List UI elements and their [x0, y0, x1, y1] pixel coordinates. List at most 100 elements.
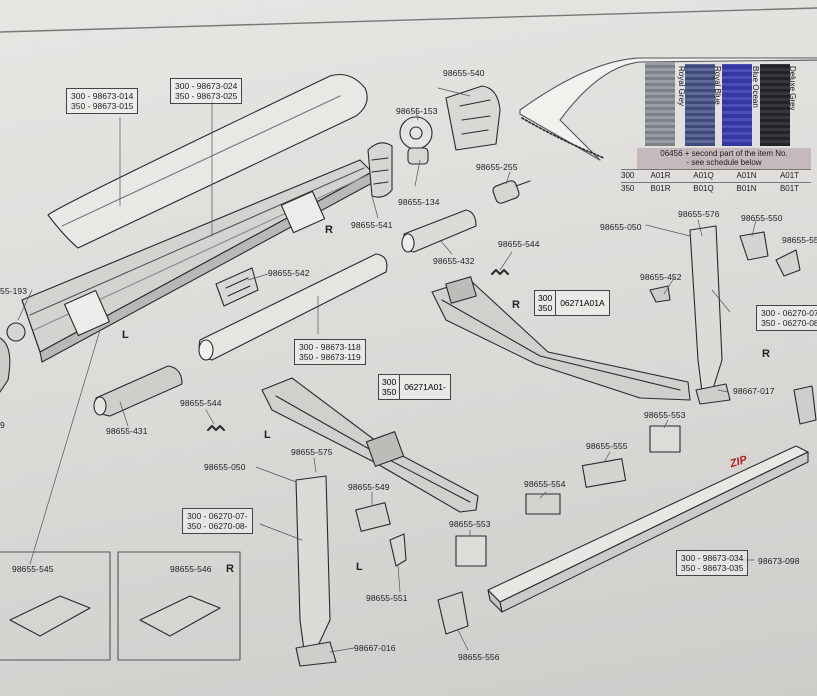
roller-tube-part [198, 253, 388, 361]
side-marker: L [264, 429, 271, 441]
part-label: 98655-050 [600, 222, 642, 232]
box-line: 350 - 98673-035 [681, 563, 744, 573]
box-line: 300 - 98673-014 [71, 91, 134, 101]
swatch-label: Blue Ocean [751, 66, 760, 108]
part-label: 98655-549 [348, 482, 390, 492]
box-code: 06271A01- [404, 382, 446, 392]
code-cell: B01Q [693, 184, 714, 193]
code-cell: B01R [650, 184, 671, 193]
part-label: 98655-575 [291, 447, 333, 457]
part-label: 98655-550 [741, 213, 783, 223]
side-marker: R [226, 563, 234, 575]
swatch-label: Royal Grey [677, 66, 686, 107]
swatch-label: Royal Blue [713, 66, 722, 105]
part-label: 98655-551 [366, 593, 408, 603]
box-line: 350 - 98673-015 [71, 101, 134, 111]
part-255 [492, 180, 531, 204]
end-cap-part [367, 142, 393, 198]
leg-left-part [295, 475, 337, 667]
roller-tube-label-box: 300 - 98673-118 350 - 98673-119 [294, 339, 366, 365]
part-label: 98655-555 [586, 441, 628, 451]
side-marker: L [356, 561, 363, 573]
leg-right-part [689, 225, 731, 405]
box-line: 350 [538, 303, 553, 313]
table-row: 300 A01R A01Q A01N A01T [621, 169, 811, 182]
part-label: 98655-431 [106, 426, 148, 436]
swatch-label: Deluxe Grey [788, 66, 797, 111]
part-label: 98655-134 [398, 197, 440, 207]
awning-housing-part [21, 159, 375, 363]
part-label: 98655-55 [782, 235, 817, 245]
part-542 [215, 267, 259, 307]
small-bracket-parts [355, 231, 817, 635]
schedule-subtitle: - see schedule below [686, 158, 762, 167]
cover-profile-label-box: 300 - 98673-024 350 - 98673-025 [170, 78, 243, 104]
box-line: 350 - 06270-08 [761, 318, 817, 328]
arm-right-part [431, 276, 691, 401]
leader-lines [17, 87, 757, 653]
part-label: 98655-452 [640, 272, 682, 282]
size-cell: 350 [621, 184, 635, 193]
part-label: 98655-541 [351, 220, 393, 230]
box-line: 300 [538, 293, 553, 303]
part-label: 98655-556 [458, 652, 500, 662]
schedule-title: 06456 + second part of the item No. [660, 149, 788, 158]
box-line: 300 - 06270-07 [761, 308, 817, 318]
code-cell: A01N [736, 171, 757, 180]
part-label: 98667-016 [354, 643, 396, 653]
part-431 [93, 365, 183, 417]
box-code: 06271A01A [560, 298, 605, 308]
part-label: 98655-542 [268, 268, 310, 278]
box-line: 300 - 06270-07- [187, 511, 248, 521]
left-edge-partial [0, 322, 26, 393]
swatch-deluxe-grey [760, 64, 790, 146]
swatch-royal-grey [645, 62, 675, 146]
leg-left-label-box: 300 - 06270-07- 350 - 06270-08- [182, 508, 253, 534]
box-line: 350 - 06270-08- [187, 521, 248, 531]
box-line: 300 - 98673-024 [175, 81, 238, 91]
part-label: 98655-546 [170, 564, 212, 574]
part-label: 98655-050 [204, 462, 246, 472]
code-cell: A01Q [693, 171, 714, 180]
part-label: 98655-554 [524, 479, 566, 489]
lead-rail-label-box: 300 - 98673-034 350 - 98673-035 [676, 550, 749, 576]
code-cell: B01N [736, 184, 757, 193]
part-label: 55-193 [0, 286, 28, 296]
part-label: 98655-553 [449, 519, 491, 529]
code-cell: A01R [650, 171, 671, 180]
part-432 [401, 209, 477, 253]
part-label: 98667-017 [733, 386, 775, 396]
side-marker: R [325, 224, 333, 236]
part-label: 98673-098 [758, 556, 800, 566]
lead-rail-part [487, 445, 809, 613]
swatch-royal-blue [685, 64, 715, 146]
side-marker: R [512, 299, 520, 311]
table-row: 350 B01R B01Q B01N B01T [621, 182, 811, 195]
schedule-header: 06456 + second part of the item No. - se… [637, 148, 811, 169]
code-cell: B01T [779, 184, 800, 193]
part-label: 98655-153 [396, 106, 438, 116]
part-label: 98655-545 [12, 564, 54, 574]
part-label: 9 [0, 420, 5, 430]
part-label: 98655-540 [443, 68, 485, 78]
box-line: 300 - 98673-118 [299, 342, 361, 352]
swatch-blue-ocean [722, 64, 752, 146]
spring-parts [207, 269, 509, 431]
part-label: 98655-255 [476, 162, 518, 172]
box-line: 350 [382, 387, 397, 397]
part-label: 98655-576 [678, 209, 720, 219]
part-label: 98655-544 [498, 239, 540, 249]
colour-schedule-table: 06456 + second part of the item No. - se… [621, 148, 811, 195]
front-bar-label-box: 300 - 98673-014 350 - 98673-015 [66, 88, 139, 114]
box-line: 350 - 98673-025 [175, 91, 238, 101]
part-label: 98655-544 [180, 398, 222, 408]
part-label: 98655-432 [433, 256, 475, 266]
leg-right-label-box: 300 - 06270-07 350 - 06270-08 [756, 305, 817, 331]
box-line: 350 - 98673-119 [299, 352, 361, 362]
box-line: 300 - 98673-034 [681, 553, 744, 563]
size-cell: 300 [621, 171, 635, 180]
